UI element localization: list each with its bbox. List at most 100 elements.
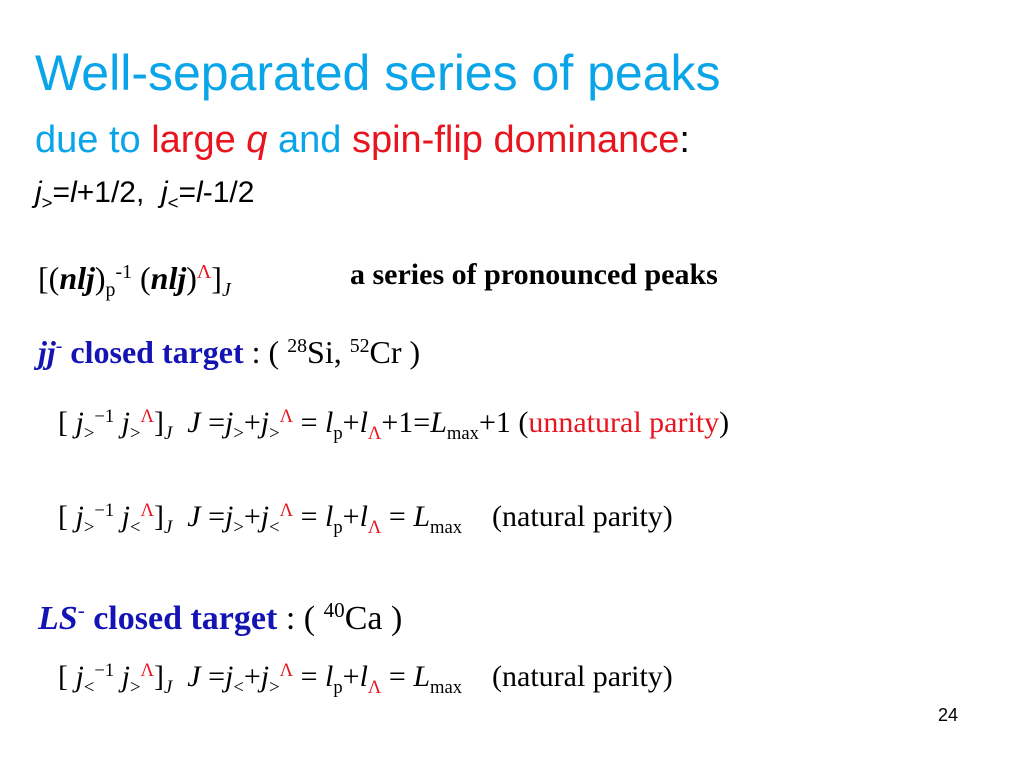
bracket-close: ] — [153, 660, 164, 693]
paren-close: ) — [94, 260, 106, 296]
closed-target-label: closed target — [84, 600, 278, 637]
J-symbol: J — [187, 406, 201, 439]
sub: > — [129, 422, 141, 444]
dash: - — [55, 335, 63, 358]
lambda: Λ — [279, 405, 294, 427]
equals: = — [200, 500, 225, 533]
equals: = — [200, 406, 225, 439]
sub-max: max — [430, 676, 463, 698]
plus: + — [342, 500, 360, 533]
equals: = — [178, 176, 197, 209]
natural-parity-label: (natural parity) — [492, 660, 673, 693]
slide-subtitle: due to large q and spin-flip dominance: — [35, 119, 690, 162]
l-symbol: l — [359, 406, 368, 439]
sub: > — [83, 422, 95, 444]
equals: = — [381, 500, 414, 533]
sub-J: J — [163, 516, 173, 538]
jj-label: jj — [38, 334, 56, 370]
L-symbol: L — [413, 660, 430, 693]
lambda-superscript: Λ — [196, 261, 212, 284]
ls-label: LS — [38, 600, 78, 637]
sub: < — [269, 516, 280, 538]
j-symbol: j — [224, 406, 234, 439]
l-symbol: l — [196, 176, 203, 209]
mass-number: 40 — [323, 598, 345, 623]
L-symbol: L — [413, 500, 430, 533]
j-symbol: j — [114, 500, 130, 533]
subtitle-large: large — [151, 119, 247, 161]
plus-one: +1 ( — [478, 406, 529, 439]
bracket-open: [( — [38, 260, 60, 296]
sub-max: max — [430, 516, 463, 538]
lambda: Λ — [279, 659, 294, 681]
j-symbol: j — [114, 660, 130, 693]
sub-p: p — [333, 516, 343, 538]
bracket-open: [ — [58, 660, 76, 693]
L-symbol: L — [430, 406, 447, 439]
plus: + — [243, 660, 261, 693]
j-symbol: j — [75, 660, 84, 693]
equals: = — [293, 500, 325, 533]
j-symbol: j — [160, 176, 168, 209]
paren-close: ) — [186, 260, 197, 296]
j-sub-greater: > — [41, 191, 53, 213]
mass-number: 28 — [287, 335, 308, 358]
j-symbol: j — [260, 406, 270, 439]
sub-p: p — [105, 278, 116, 301]
bracket-open: [ — [58, 406, 76, 439]
bracket-close: ] — [211, 260, 222, 296]
sub: > — [233, 422, 244, 444]
sub: > — [83, 516, 95, 538]
sub-max: max — [446, 422, 479, 444]
unnatural-parity-label: unnatural parity — [528, 406, 720, 439]
subtitle-and: and — [267, 119, 352, 161]
j-symbol: j — [114, 406, 130, 439]
plus: + — [342, 660, 360, 693]
l-symbol: l — [325, 500, 334, 533]
nlj-lambda: nlj — [150, 260, 187, 296]
element-cr: Cr ) — [369, 334, 421, 370]
j-symbol: j — [224, 660, 234, 693]
J-symbol: J — [187, 500, 201, 533]
sup-minus-one: −1 — [94, 499, 115, 521]
sub: > — [269, 422, 280, 444]
subtitle-colon: : — [679, 119, 690, 161]
l-symbol: l — [70, 176, 77, 209]
sub-J: J — [221, 278, 231, 301]
configuration-formula: [(nlj)p-1 (nlj)Λ]J — [38, 260, 231, 300]
l-symbol: l — [359, 660, 368, 693]
j-symbol: j — [75, 406, 84, 439]
lambda: Λ — [140, 405, 154, 427]
subtitle-spin-flip: spin-flip dominance — [351, 119, 680, 161]
ls-closed-target-line: LS- closed target : ( 40Ca ) — [38, 600, 402, 638]
J-symbol: J — [187, 660, 201, 693]
jj-closed-target-line: jj- closed target : ( 28Si, 52Cr ) — [38, 334, 420, 371]
paren-open: ( — [132, 260, 151, 296]
lambda: Λ — [140, 659, 154, 681]
colon-paren: : ( — [243, 334, 288, 370]
subtitle-part: due to — [35, 119, 152, 161]
j-symbol: j — [75, 500, 84, 533]
page-number: 24 — [938, 705, 959, 725]
l-symbol: l — [359, 500, 368, 533]
series-note: a series of pronounced peaks — [350, 258, 718, 291]
element-ca: Ca ) — [344, 600, 403, 637]
mass-number: 52 — [349, 335, 370, 358]
lambda: Λ — [367, 516, 382, 538]
j-definition: j>=l+1/2, j<=l-1/2 — [35, 176, 254, 213]
sub-p: p — [333, 676, 343, 698]
nlj-proton: nlj — [59, 260, 95, 296]
lambda: Λ — [279, 499, 294, 521]
natural-parity-label: (natural parity) — [492, 500, 673, 533]
bracket-open: [ — [58, 500, 76, 533]
element-si: Si, — [307, 334, 350, 370]
j-symbol: j — [260, 500, 270, 533]
colon-paren: : ( — [277, 600, 324, 637]
l-symbol: l — [325, 660, 334, 693]
dash: - — [77, 598, 85, 623]
paren-close: ) — [719, 406, 730, 439]
lambda: Λ — [367, 422, 382, 444]
sup-minus-one: −1 — [94, 659, 115, 681]
j-symbol: j — [35, 176, 42, 209]
sub: > — [233, 516, 244, 538]
